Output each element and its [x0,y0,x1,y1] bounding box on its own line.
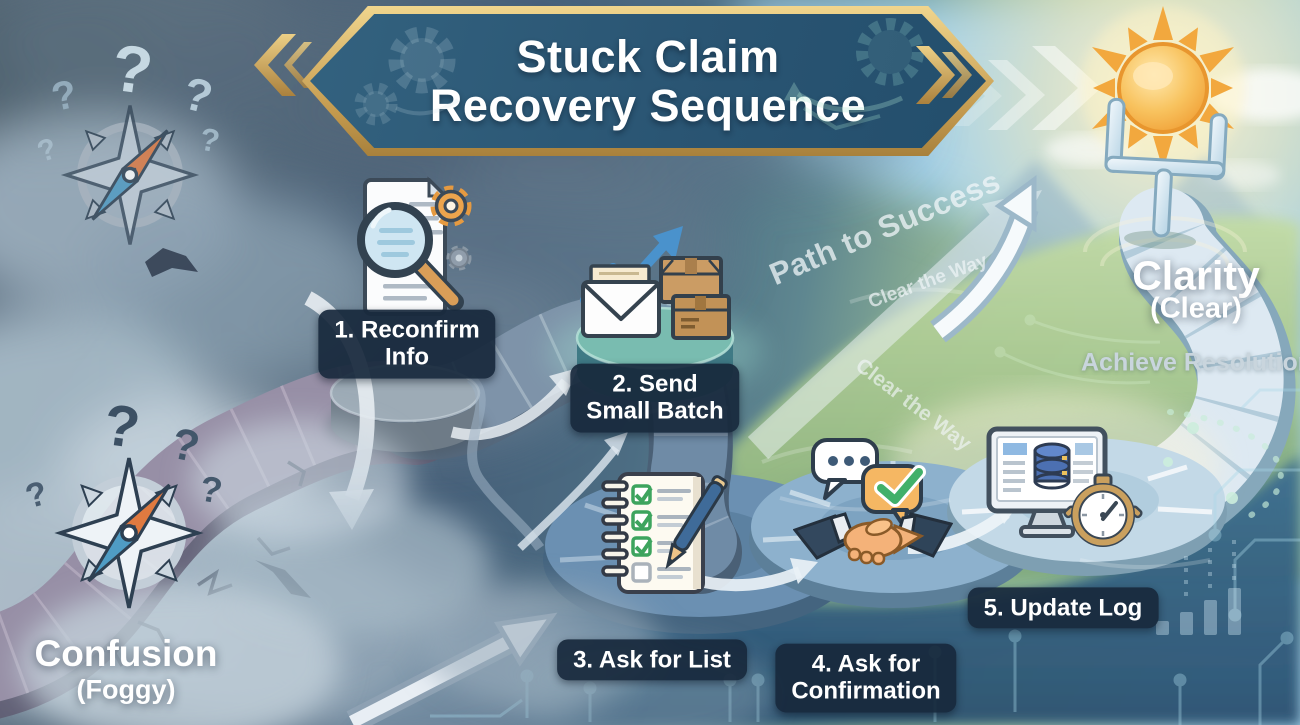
chevron-left-icon [254,34,312,96]
clarity-title: Clarity [1132,252,1260,299]
database-icon [1033,442,1071,490]
gear-icon [354,26,460,126]
clarity-subtitle: (Clear) [1150,292,1242,325]
magnifier-icon [357,202,464,311]
compass-icon [54,457,204,609]
arrow-path-to-goal [930,175,1039,343]
gear-icon [446,245,472,271]
confusion-subtitle: (Foggy) [76,674,176,705]
envelope-parcels-growth-icon [580,226,731,340]
achieve-resolution-text: Achieve Resolution [1081,348,1300,377]
grass-circuit [994,314,1161,385]
stopwatch-icon [1063,473,1143,547]
chat-bubble-icon [811,438,879,500]
document-magnifier-gear-icon [357,176,472,316]
glow-dots [1163,422,1238,504]
bar-chart-decoration [1156,540,1241,635]
checklist-pen-icon [601,472,728,594]
title-banner: Stuck Claim Recovery Sequence [302,6,994,156]
parcel-box-icon [671,294,731,340]
goalpost-icon [1104,97,1228,250]
chevron-right-icon [916,46,972,104]
wavy-road-line [466,373,545,551]
dotted-arc [1167,409,1284,523]
monitor-database-stopwatch-icon [986,426,1143,547]
title-banner-inner: Stuck Claim Recovery Sequence [310,14,986,148]
rock-silhouette [145,248,198,277]
compass-icon [60,105,200,245]
pen-icon [665,475,728,570]
handshake-icon [793,512,953,566]
step-label-3: 3. Ask for List [557,639,747,681]
gear-icon [784,18,924,131]
circuit-pattern-right [1173,388,1300,725]
page-title-line2: Recovery Sequence [429,80,867,131]
envelope-icon [581,280,661,338]
chat-bubble-check-icon [861,464,926,530]
page-title-line1: Stuck Claim [516,30,780,82]
gear-icon [430,185,472,227]
arrow-thin-up [517,432,628,551]
handshake-chat-check-icon [793,438,953,566]
step-label-5: 5. Update Log [967,587,1159,629]
confusion-title: Confusion [34,633,218,674]
